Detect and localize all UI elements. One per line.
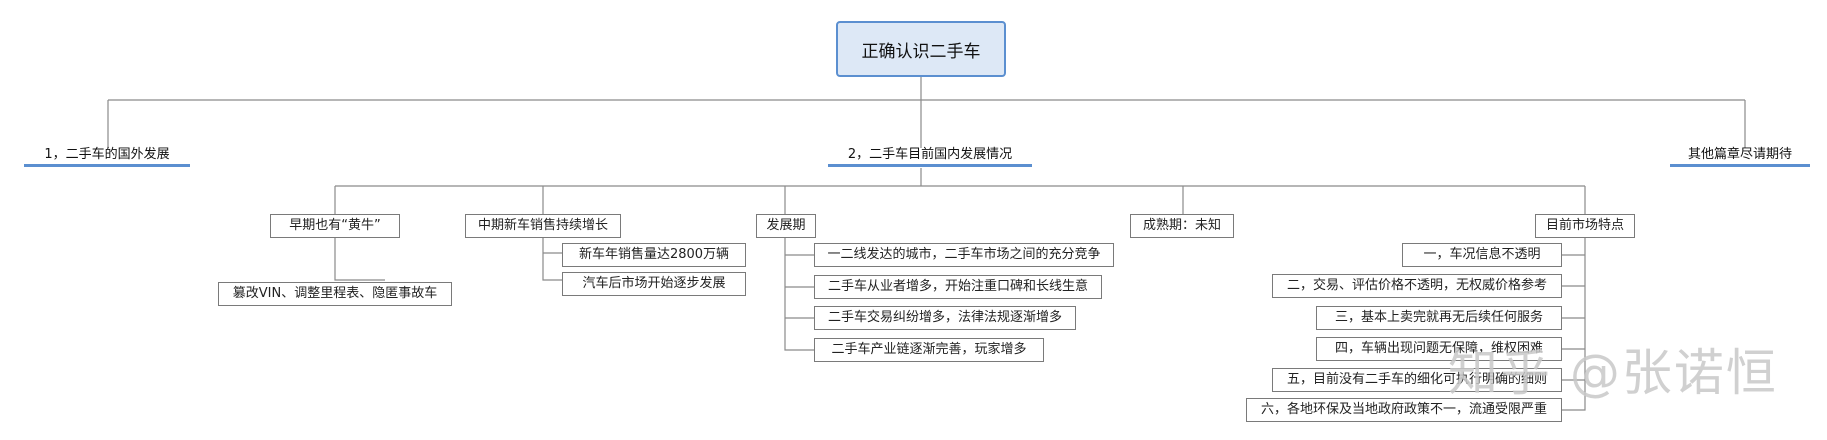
market-item[interactable]: 二，交易、评估价格不透明，无权威价格参考	[1272, 274, 1562, 298]
branch-foreign-development[interactable]: 1，二手车的国外发展	[24, 145, 190, 167]
growth-item[interactable]: 二手车从业者增多，开始注重口碑和长线生意	[814, 275, 1102, 299]
middle-item[interactable]: 新车年销售量达2800万辆	[562, 243, 746, 267]
growth-item[interactable]: 一二线发达的城市，二手车市场之间的充分竞争	[814, 243, 1114, 267]
watermark: 知乎 @张诺恒	[1448, 344, 1778, 402]
early-item[interactable]: 篡改VIN、调整里程表、隐匿事故车	[218, 282, 452, 306]
stage-market-features[interactable]: 目前市场特点	[1535, 214, 1635, 238]
market-item[interactable]: 五，目前没有二手车的细化可执行明确的细则	[1272, 368, 1562, 392]
branch-domestic-development[interactable]: 2，二手车目前国内发展情况	[828, 145, 1032, 167]
root-topic[interactable]: 正确认识二手车	[836, 21, 1006, 77]
growth-item[interactable]: 二手车产业链逐渐完善，玩家增多	[814, 338, 1044, 362]
growth-item[interactable]: 二手车交易纠纷增多，法律法规逐渐增多	[814, 306, 1076, 330]
middle-item[interactable]: 汽车后市场开始逐步发展	[562, 272, 746, 296]
stage-mature[interactable]: 成熟期：未知	[1130, 214, 1234, 238]
stage-early[interactable]: 早期也有“黄牛”	[270, 214, 400, 238]
stage-growth[interactable]: 发展期	[756, 214, 816, 238]
market-item[interactable]: 六，各地环保及当地政府政策不一，流通受限严重	[1246, 398, 1562, 422]
market-item[interactable]: 四，车辆出现问题无保障，维权困难	[1316, 337, 1562, 361]
market-item[interactable]: 一，车况信息不透明	[1402, 243, 1562, 267]
stage-middle[interactable]: 中期新车销售持续增长	[465, 214, 621, 238]
branch-other-chapters[interactable]: 其他篇章尽请期待	[1670, 145, 1810, 167]
market-item[interactable]: 三，基本上卖完就再无后续任何服务	[1316, 306, 1562, 330]
